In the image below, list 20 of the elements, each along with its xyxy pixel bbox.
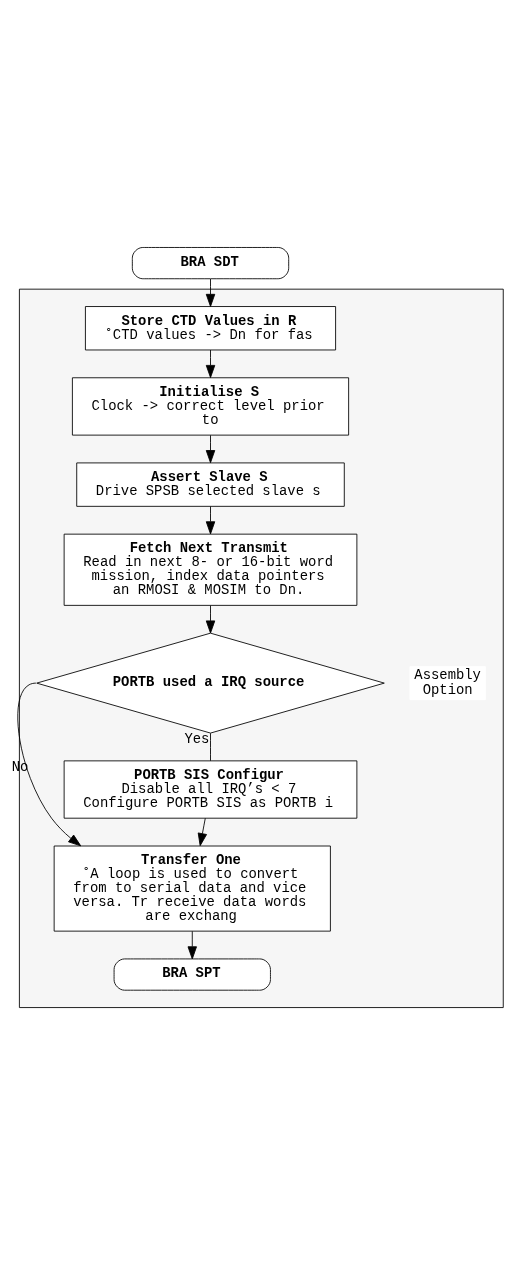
node-box: Assert Slave S Drive SPSB selected slave s [76,461,345,507]
node-box: PORTB SIS Configur Disable all IRQ’s < 7 Configure PORTB SIS as PORTB i [63,759,358,819]
node-box: Initialise S Clock -> correct level prior to [71,376,350,436]
arrow [187,930,197,959]
arrow [17,682,82,846]
connector [210,732,211,761]
node-diamond: PORTB used a IRQ source [36,632,385,733]
arrow [205,434,216,463]
arrow [197,817,207,846]
arrow [205,604,216,633]
arrow [205,278,216,307]
arrow [205,505,216,534]
arrow [205,349,216,378]
edge-label: Yes [184,730,210,747]
node-box: Fetch Next Transmit Read in next 8- or 16-bit word mission, index data pointers an RMOSI & MOSIM to Dn. [63,533,358,606]
node-box: BRA SDT [131,246,290,279]
node-box: Store CTD Values in R ˚CTD values -> Dn for fas [85,305,337,350]
node-box: BRA SPT [113,958,271,991]
label: Assembly Option [414,666,481,698]
node-box: Transfer One ˚A loop is used to convert from to serial data and vice versa. Tr receive data words are exchang [53,845,331,932]
